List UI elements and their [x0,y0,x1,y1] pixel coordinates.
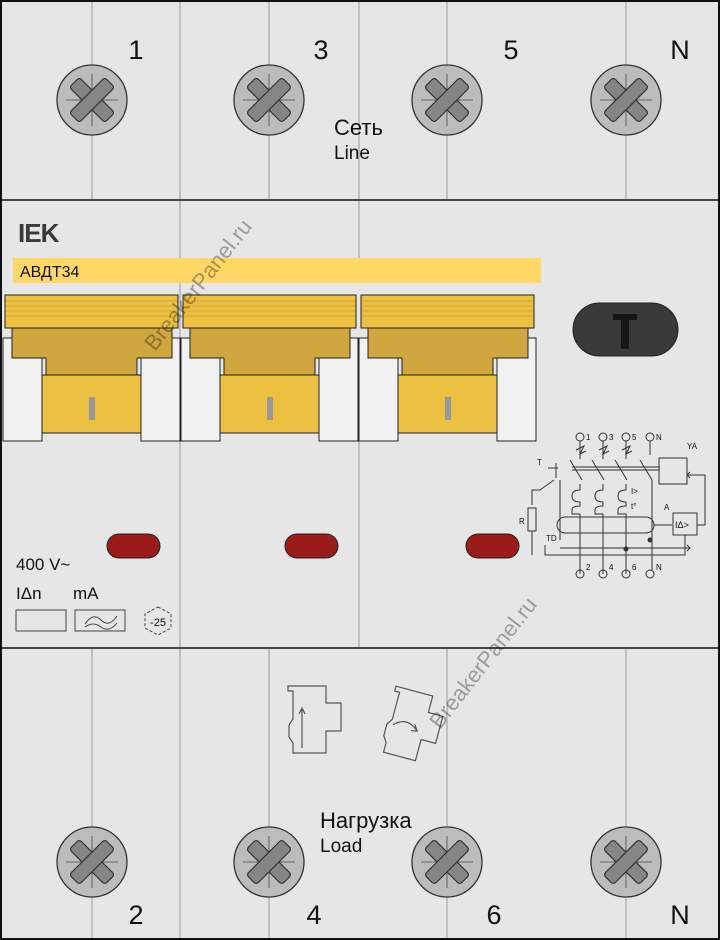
idn-value-box [15,609,67,632]
iek-logo: IEK [18,218,60,248]
line-caption-ru: Сеть [334,115,383,140]
svg-text:R: R [519,517,525,526]
svg-text:t°: t° [631,502,636,511]
terminal-screw-3[interactable] [232,63,306,137]
handle-pole-1[interactable] [2,294,181,442]
handle-pole-2[interactable] [180,294,359,442]
test-t-icon [613,314,637,349]
terminal-label: 6 [486,900,501,930]
svg-text:6: 6 [632,563,637,572]
terminal-label: 1 [128,35,143,65]
svg-text:N: N [656,433,662,442]
terminal-screw-n-load[interactable] [589,825,663,899]
indicator-2 [284,533,339,559]
terminal-screw-5[interactable] [410,63,484,137]
voltage-label: 400 V~ [16,555,70,574]
ma-label: mA [73,584,99,603]
load-caption-en: Load [320,836,362,857]
din-remove-icon [382,685,444,762]
terminal-label: 3 [313,35,328,65]
schematic-labels: 1 3 5 N 2 4 6 N T R TD YA A I> t° IΔ> [519,433,698,572]
breaker-handles [2,294,537,442]
ac-type-box [74,609,126,632]
status-indicators [106,533,520,559]
temperature-icon: -25 [144,606,172,636]
terminal-label: 5 [503,35,518,65]
model-label: АВДТ34 [20,264,80,281]
svg-text:4: 4 [609,563,614,572]
mounting-pictograms [287,685,444,762]
svg-text:I>: I> [631,487,638,496]
svg-text:A: A [664,503,670,512]
idn-label: IΔn [16,584,42,603]
terminal-screw-4[interactable] [232,825,306,899]
test-button[interactable] [572,302,679,357]
terminal-screw-n[interactable] [589,63,663,137]
indicator-3 [465,533,520,559]
terminal-label: N [670,900,690,930]
terminal-screw-1[interactable] [55,63,129,137]
svg-text:TD: TD [546,534,557,543]
svg-text:YA: YA [687,442,698,451]
svg-text:-25: -25 [150,617,166,629]
wiring-schematic [527,432,706,579]
line-caption-en: Line [334,143,370,164]
svg-text:N: N [656,563,662,572]
terminal-label: 2 [128,900,143,930]
load-caption-ru: Нагрузка [320,808,412,833]
terminal-label: 4 [306,900,321,930]
handle-pole-3[interactable] [358,294,537,442]
indicator-1 [106,533,161,559]
din-mount-icon [287,685,342,754]
terminal-screw-2[interactable] [55,825,129,899]
svg-text:T: T [537,458,542,467]
line-terminals: 1 3 5 N [55,35,690,137]
svg-text:1: 1 [586,433,591,442]
load-terminals: 2 4 6 N [55,825,690,930]
model-strip [13,258,541,283]
terminal-label: N [670,35,690,65]
svg-text:3: 3 [609,433,614,442]
ac-wave-icon [84,615,118,630]
svg-text:2: 2 [586,563,591,572]
svg-text:5: 5 [632,433,637,442]
svg-text:IΔ>: IΔ> [675,520,689,530]
terminal-screw-6[interactable] [410,825,484,899]
